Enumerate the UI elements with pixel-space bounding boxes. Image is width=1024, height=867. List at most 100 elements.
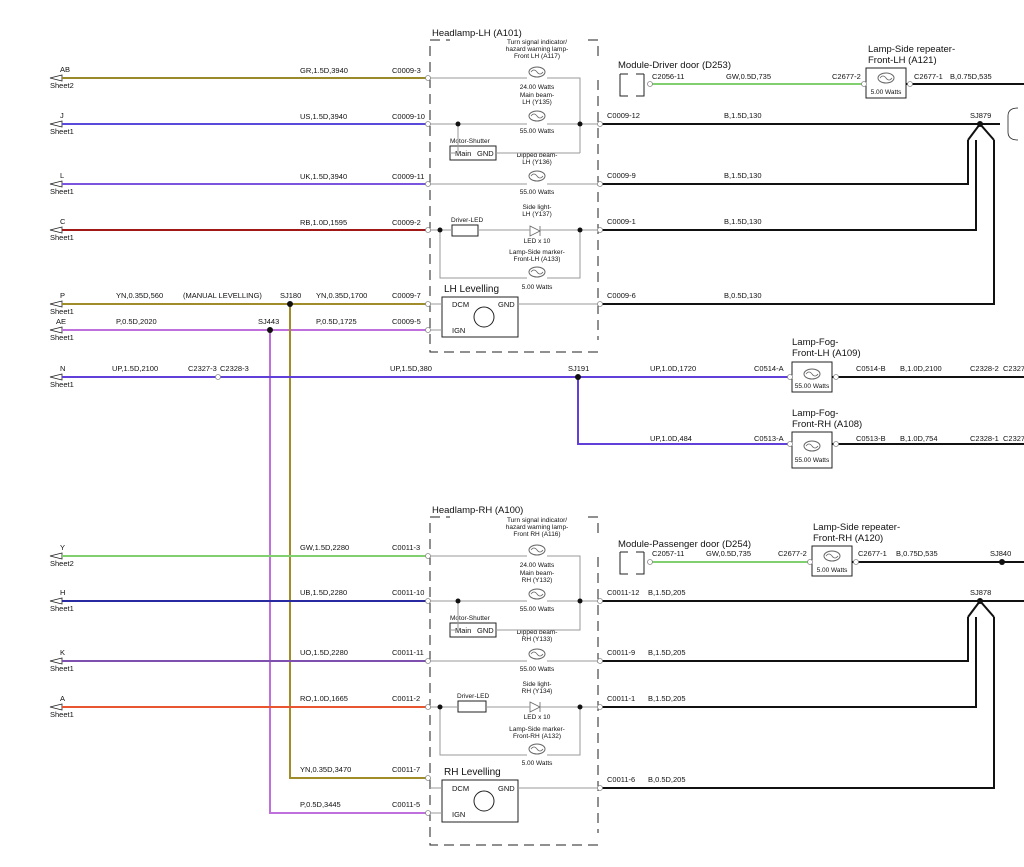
wire-label-rh-gnd-1: B,1.5D,205 xyxy=(648,588,686,597)
driver-door-box xyxy=(619,73,645,97)
sheet-ref-ab: Sheet2 xyxy=(50,81,74,90)
dipped-beam-rh-label-2: RH (Y133) xyxy=(522,636,553,643)
passenger-door-conn: C2057-11 xyxy=(652,549,684,558)
wire-id-a: A xyxy=(60,694,65,703)
fog-rh-conn-in: C0513-A xyxy=(754,434,784,443)
wire-label-rh-lev-1: YN,0.35D,3470 xyxy=(300,765,351,774)
conn-label-k: C0011-11 xyxy=(392,648,424,657)
side-marker-lh-watts: 5.00 Watts xyxy=(522,284,554,291)
fog-rh-conn-out: C0513-B xyxy=(856,434,886,443)
repeater-lh-watts: 5.00 Watts xyxy=(871,89,903,96)
headlamp-rh-box xyxy=(429,516,599,846)
repeater-rh-watts: 5.00 Watts xyxy=(817,567,849,574)
wire-p-rh-levelling xyxy=(269,330,426,814)
wire-label-h: UB,1.5D,2280 xyxy=(300,588,347,597)
motor-shutter-lh-gnd: GND xyxy=(477,149,494,158)
conn-label-l: C0009-11 xyxy=(392,172,424,181)
sheet-ref-n: Sheet1 xyxy=(50,380,74,389)
connector-dots xyxy=(425,75,913,816)
headlamp-lh-title: Headlamp-LH (A101) xyxy=(432,28,522,39)
conn-label-rh-gnd-1: C0011-12 xyxy=(607,588,639,597)
conn-label-rh-lev-2: C0011-5 xyxy=(392,800,420,809)
conn-label-a: C0011-2 xyxy=(392,694,420,703)
side-marker-rh-label-2: Front-RH (A132) xyxy=(513,733,561,740)
rh-levelling-box xyxy=(441,779,519,823)
sheet-ref-h: Sheet1 xyxy=(50,604,74,613)
sheet-ref-l: Sheet1 xyxy=(50,187,74,196)
conn-label-n-a: C2327-3 xyxy=(188,364,217,373)
lh-levelling-title: LH Levelling xyxy=(444,284,499,295)
fog-lh-title-2: Front-LH (A109) xyxy=(792,348,861,359)
side-marker-lh-bulb-icon xyxy=(528,266,546,278)
splice-dot-sj180 xyxy=(287,301,293,307)
passenger-door-title: Module-Passenger door (D254) xyxy=(618,539,751,550)
headlamp-lh-internal-wiring xyxy=(430,77,598,331)
fog-lh-conn-out: C0514-B xyxy=(856,364,886,373)
passenger-door-conn-2: C2677-2 xyxy=(778,549,807,558)
fog-lh-wire-in: UP,1.0D,1720 xyxy=(650,364,696,373)
repeater-rh-wire-out: B,0.75D,535 xyxy=(896,549,938,558)
turn-lamp-lh-label-2: hazard warning lamp- xyxy=(506,46,569,53)
side-marker-rh-label: Lamp-Side marker- xyxy=(509,726,565,733)
lh-ground-wires xyxy=(602,122,1000,305)
wire-id-c: C xyxy=(60,217,66,226)
wire-label-p: YN,0.35D,560 xyxy=(116,291,163,300)
repeater-lh-title-2: Front-LH (A121) xyxy=(868,55,937,66)
fog-rh-conn-far-2: C2327 xyxy=(1003,434,1024,443)
splice-sj840: SJ840 xyxy=(990,549,1011,558)
driver-door-conn-2: C2677-2 xyxy=(832,72,861,81)
fog-rh-wire-out: B,1.0D,754 xyxy=(900,434,938,443)
fog-rh-watts: 55.00 Watts xyxy=(795,457,830,464)
main-beam-lh-label: Main beam- xyxy=(520,92,554,99)
sheet-ref-j: Sheet1 xyxy=(50,127,74,136)
side-light-lh-led-icon xyxy=(529,225,541,237)
fog-rh-bulb-icon xyxy=(803,440,821,452)
headlamp-rh-title: Headlamp-RH (A100) xyxy=(432,505,523,516)
passenger-door-wire: GW,0.5D,735 xyxy=(706,549,751,558)
fog-rh-title: Lamp-Fog- xyxy=(792,408,838,419)
splice-dot-sj191 xyxy=(575,374,581,380)
rh-ground-wires xyxy=(602,599,1024,789)
splice-sj180: SJ180 xyxy=(280,291,301,300)
wire-label-rh-gnd-4: B,0.5D,205 xyxy=(648,775,686,784)
main-beam-rh-watts: 55.00 Watts xyxy=(520,606,555,613)
splice-sj878: SJ878 xyxy=(970,588,991,597)
conn-label-y: C0011-3 xyxy=(392,543,420,552)
wire-label-lh-gnd-2: B,1.5D,130 xyxy=(724,171,762,180)
dipped-beam-rh-label: Dipped beam- xyxy=(517,629,558,636)
repeater-lh-title: Lamp-Side repeater- xyxy=(868,44,955,55)
conn-label-j: C0009-10 xyxy=(392,112,425,121)
conn-label-h: C0011-10 xyxy=(392,588,424,597)
connector-icon xyxy=(215,374,221,380)
side-light-lh-led-count: LED x 10 xyxy=(524,238,551,245)
wire-label-n: UP,1.5D,2100 xyxy=(112,364,158,373)
side-marker-lh-label: Lamp-Side marker- xyxy=(509,249,565,256)
dipped-beam-rh-watts: 55.00 Watts xyxy=(520,666,555,673)
driver-led-lh-label: Driver-LED xyxy=(451,217,483,224)
wire-label-ae-2: P,0.5D,1725 xyxy=(316,317,357,326)
rh-levelling-title: RH Levelling xyxy=(444,767,501,778)
repeater-rh-conn-out: C2677-1 xyxy=(858,549,887,558)
splice-dot-sj840 xyxy=(999,559,1005,565)
repeater-lh-wire-out: B,0.75D,535 xyxy=(950,72,992,81)
wire-yn-rh-levelling xyxy=(289,304,426,779)
side-light-rh-label: Side light- xyxy=(523,681,552,688)
wire-label-p-2: YN,0.35D,1700 xyxy=(316,291,367,300)
rh-levelling-dcm: DCM xyxy=(452,784,469,793)
fog-lh-conn-far: C2328-2 xyxy=(970,364,999,373)
wire-label-y: GW,1.5D,2280 xyxy=(300,543,349,552)
side-light-lh-label: Side light- xyxy=(523,204,552,211)
motor-shutter-lh-main: Main xyxy=(455,149,471,158)
main-beam-lh-watts: 55.00 Watts xyxy=(520,128,555,135)
motor-shutter-lh-label: Motor-Shutter xyxy=(450,138,491,145)
conn-label-lh-gnd-1: C0009-12 xyxy=(607,111,640,120)
conn-label-rh-gnd-3: C0011-1 xyxy=(607,694,635,703)
fog-lh-watts: 55.00 Watts xyxy=(795,383,830,390)
turn-lamp-rh-label-2: hazard warning lamp- xyxy=(506,524,569,531)
driver-led-rh-label: Driver-LED xyxy=(457,693,489,700)
splice-dot-sj878 xyxy=(977,598,983,604)
lh-levelling-dcm: DCM xyxy=(452,300,469,309)
wire-id-y: Y xyxy=(60,543,65,552)
turn-lamp-lh-label: Turn signal indicator/ xyxy=(507,39,567,46)
brace-icon xyxy=(1007,107,1019,141)
